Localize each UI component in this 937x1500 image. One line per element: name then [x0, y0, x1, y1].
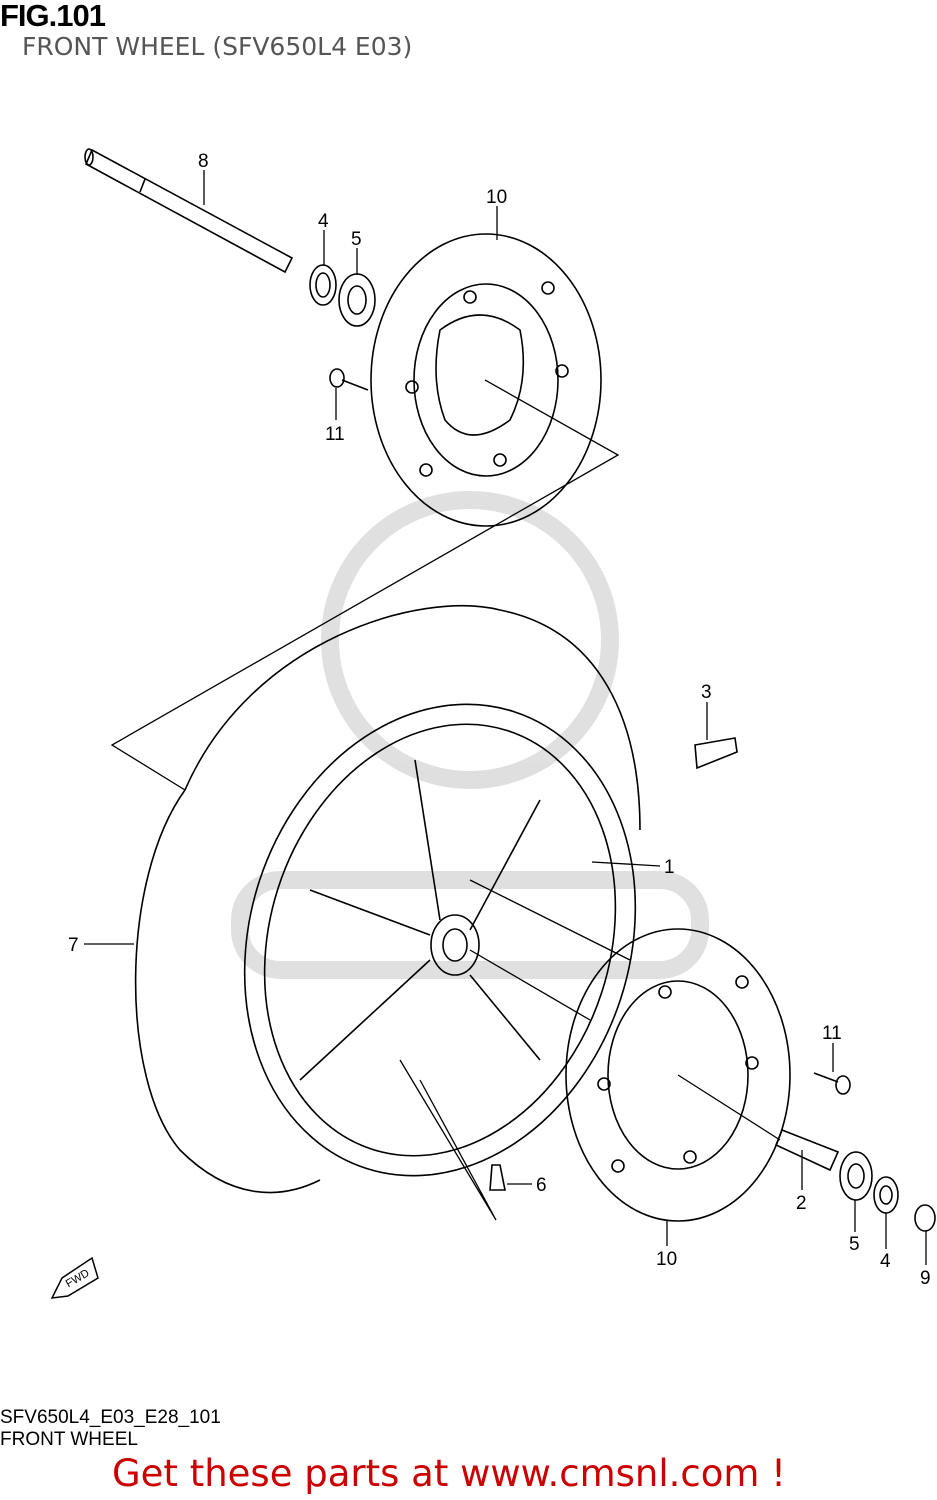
figure-number: FIG.101 [0, 0, 106, 33]
callout-10: 10 [656, 1249, 677, 1270]
bolt-part-11-top [329, 368, 369, 391]
wheel-part-1 [243, 703, 637, 1177]
callout-2: 2 [796, 1193, 807, 1214]
bearing-part-5-top [338, 273, 376, 327]
brake-disc-part-10-bottom [565, 928, 791, 1222]
figure-title: FRONT WHEEL (SFV650L4 E03) [22, 32, 413, 61]
valve-part-6 [489, 1164, 506, 1191]
brake-disc-part-10-top [370, 233, 602, 527]
callout-4: 4 [318, 211, 329, 232]
spacer-part-2 [774, 1128, 840, 1172]
clip-part-3 [694, 737, 738, 770]
callout-8: 8 [198, 151, 209, 172]
fwd-arrow-icon: FWD [50, 1256, 99, 1299]
tire-part-7 [134, 605, 641, 1194]
callout-11: 11 [325, 424, 345, 445]
callout-1: 1 [664, 857, 675, 878]
callout-10: 10 [486, 187, 507, 208]
axle-part-8 [84, 148, 294, 274]
watermark-logo [231, 491, 709, 979]
diagram-code: SFV650L4_E03_E28_101 [0, 1407, 221, 1428]
callout-3: 3 [701, 682, 712, 703]
callout-7: 7 [68, 935, 79, 956]
callout-11: 11 [822, 1023, 842, 1044]
callout-4: 4 [880, 1251, 891, 1272]
oil-seal-part-4-top [309, 264, 337, 306]
callout-5: 5 [351, 229, 362, 250]
callout-9: 9 [920, 1268, 931, 1289]
leader-lines [84, 170, 927, 1265]
diagram-name: FRONT WHEEL [0, 1429, 138, 1450]
bearing-part-5-bottom [839, 1151, 873, 1201]
nut-part-9 [914, 1204, 936, 1232]
promo-link[interactable]: Get these parts at www.cmsnl.com ! [112, 1452, 787, 1495]
callout-6: 6 [536, 1175, 547, 1196]
bolt-part-11-bottom [813, 1072, 851, 1095]
callout-5: 5 [849, 1234, 860, 1255]
oil-seal-part-4-bottom [873, 1176, 899, 1214]
